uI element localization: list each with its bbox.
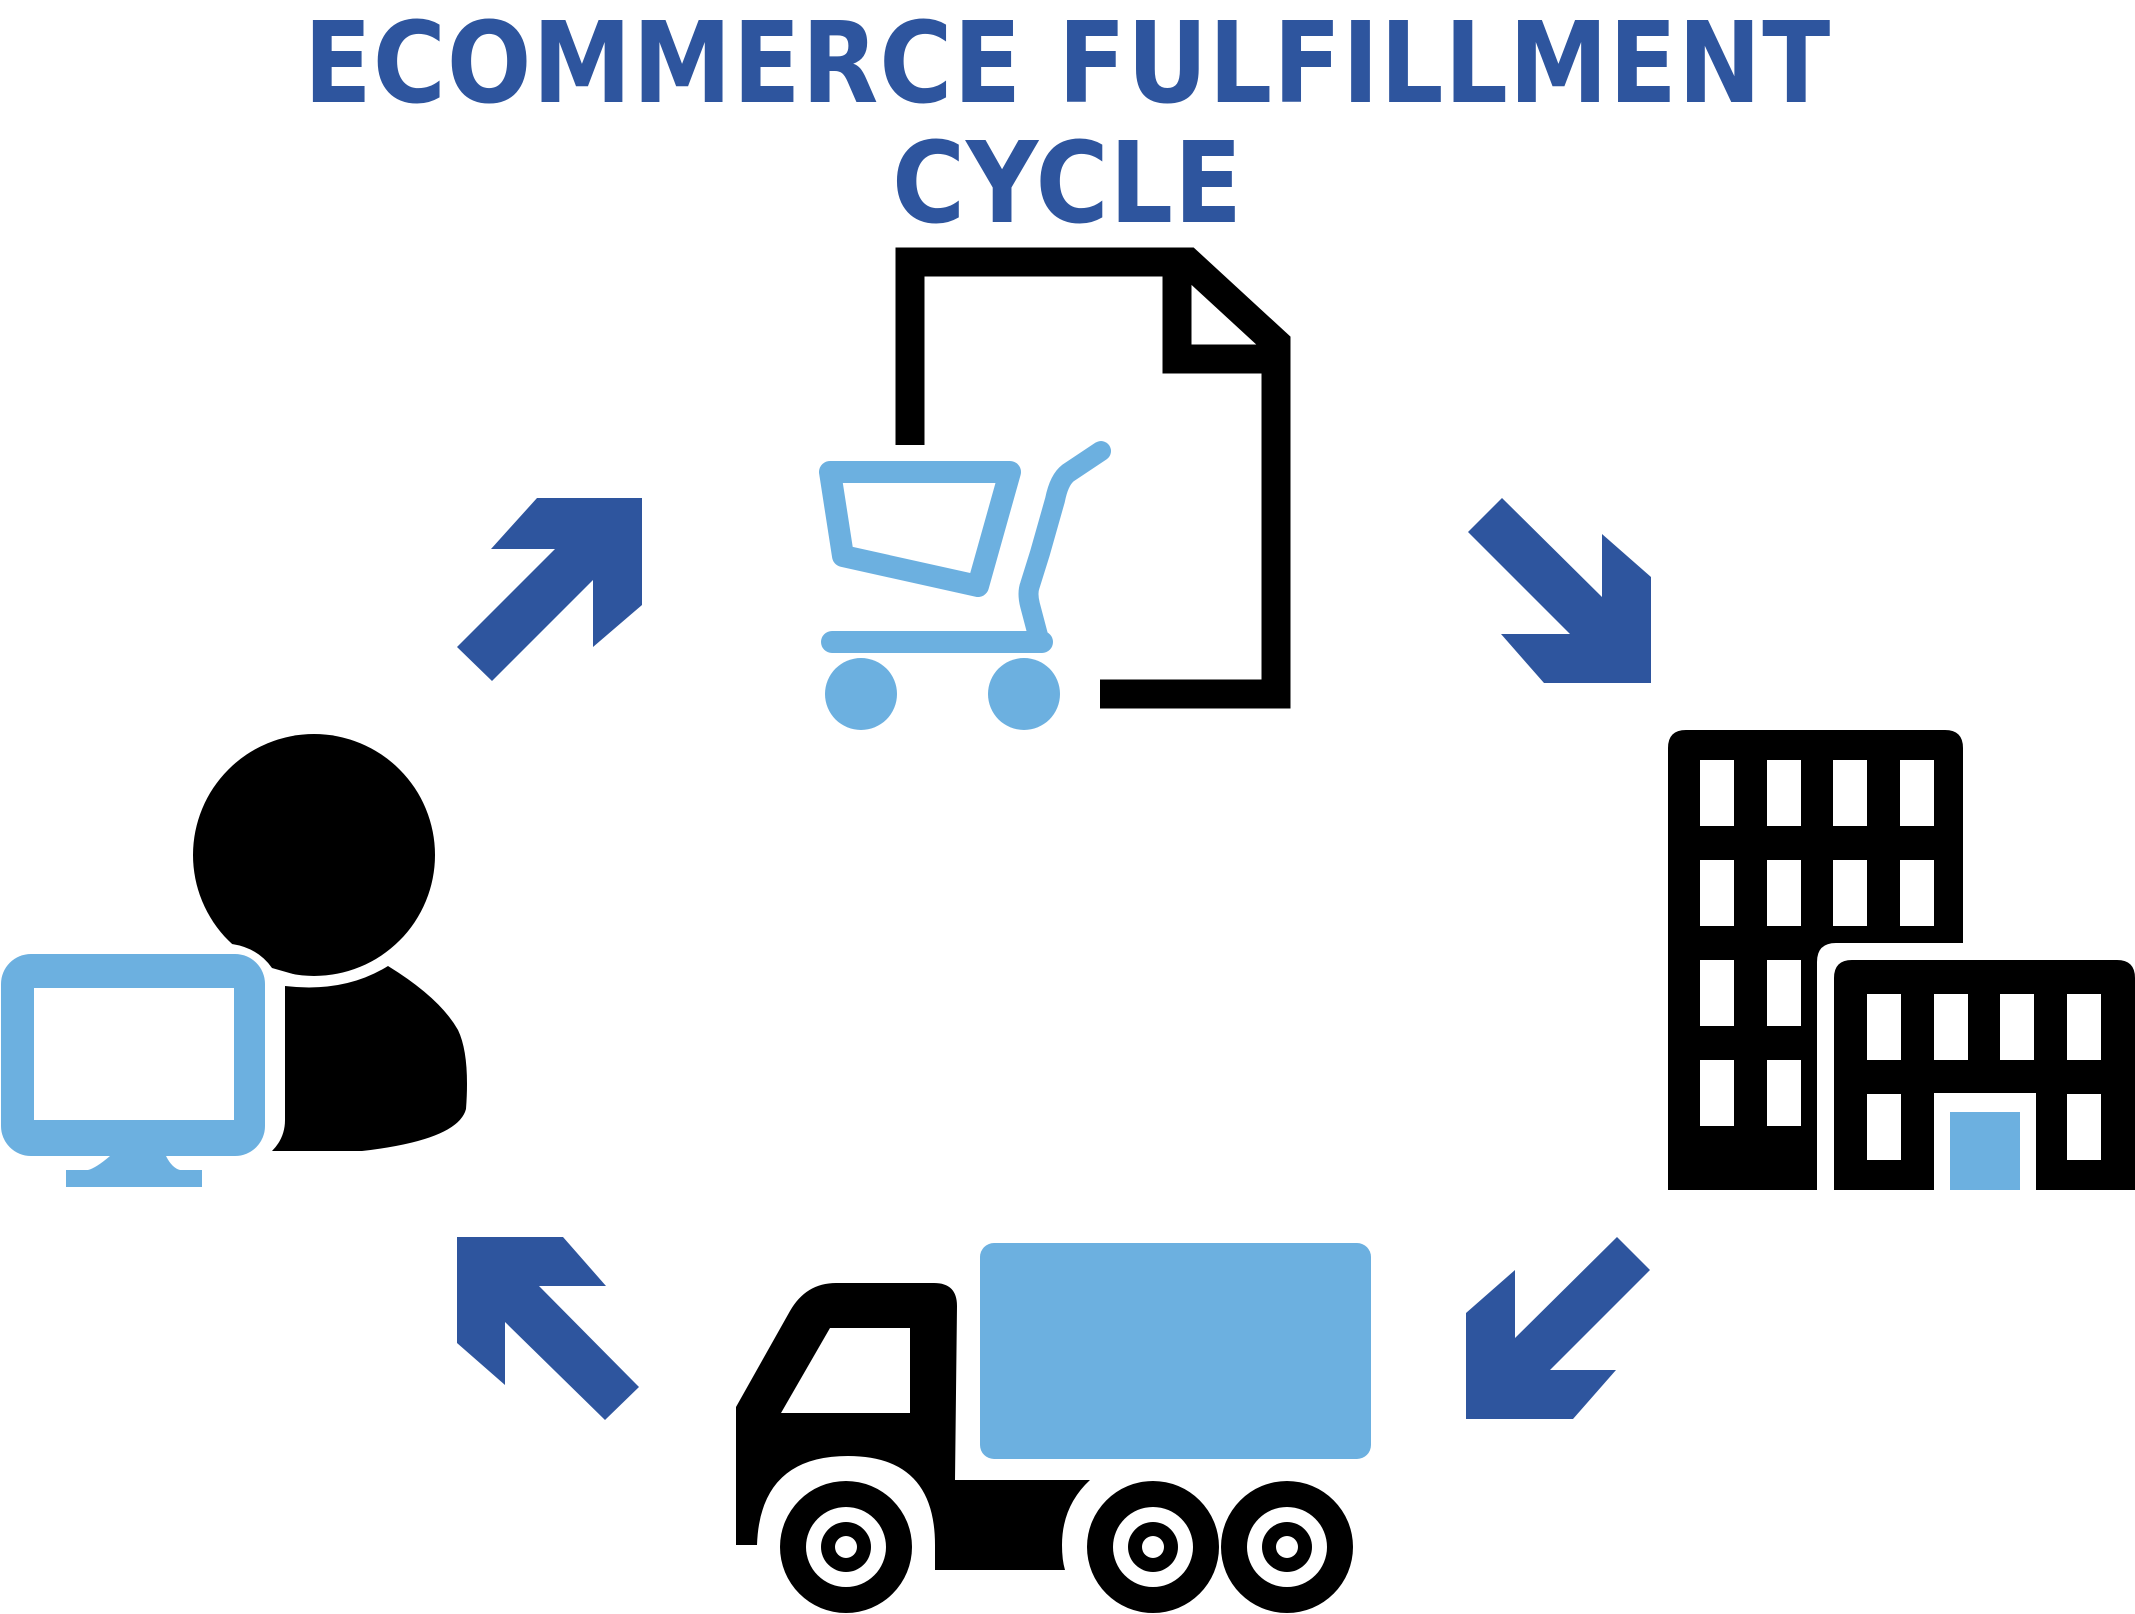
computer-monitor-icon: [1, 954, 265, 1187]
document-icon: [895, 247, 1291, 709]
office-buildings-icon: [1668, 730, 2135, 1190]
document-with-shopping-cart-icon: [819, 247, 1291, 730]
arrow-customer-to-order: [457, 498, 642, 681]
person-at-computer-icon: [1, 734, 467, 1187]
truck-cab: [736, 1283, 1090, 1570]
page-title: ECOMMERCE FULFILLMENT CYCLE: [303, 0, 1832, 249]
truck-wheels: [780, 1481, 1353, 1613]
short-building: [1834, 960, 2135, 1190]
building-door: [1950, 1112, 2020, 1190]
truck-cargo-box: [980, 1243, 1371, 1459]
shopping-cart-icon: [819, 441, 1111, 730]
arrow-warehouse-to-shipping: [1466, 1237, 1650, 1419]
arrow-order-to-warehouse: [1468, 498, 1651, 683]
arrow-shipping-to-customer: [457, 1237, 639, 1420]
delivery-truck-icon: [736, 1243, 1371, 1613]
tall-building: [1668, 730, 1963, 1190]
person-icon: [193, 734, 467, 1151]
